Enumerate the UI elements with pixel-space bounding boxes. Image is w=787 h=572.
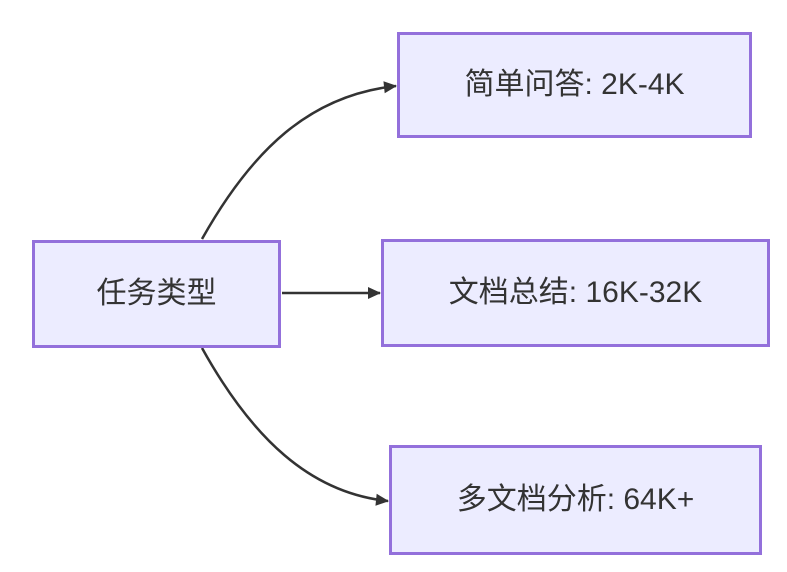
edge-task-type-to-multidoc-analysis [200, 347, 389, 506]
node-multidoc-analysis: 多文档分析: 64K+ [389, 445, 762, 555]
node-task-type-label: 任务类型 [96, 277, 217, 310]
edge-task-type-to-simple-qa [200, 81, 397, 240]
node-simple-qa-label: 简单问答: 2K-4K [464, 68, 685, 101]
node-task-type: 任务类型 [32, 240, 281, 348]
node-multidoc-analysis-label: 多文档分析: 64K+ [456, 483, 695, 516]
node-doc-summary-label: 文档总结: 16K-32K [448, 276, 703, 309]
node-doc-summary: 文档总结: 16K-32K [381, 239, 770, 347]
node-simple-qa: 简单问答: 2K-4K [397, 32, 752, 138]
